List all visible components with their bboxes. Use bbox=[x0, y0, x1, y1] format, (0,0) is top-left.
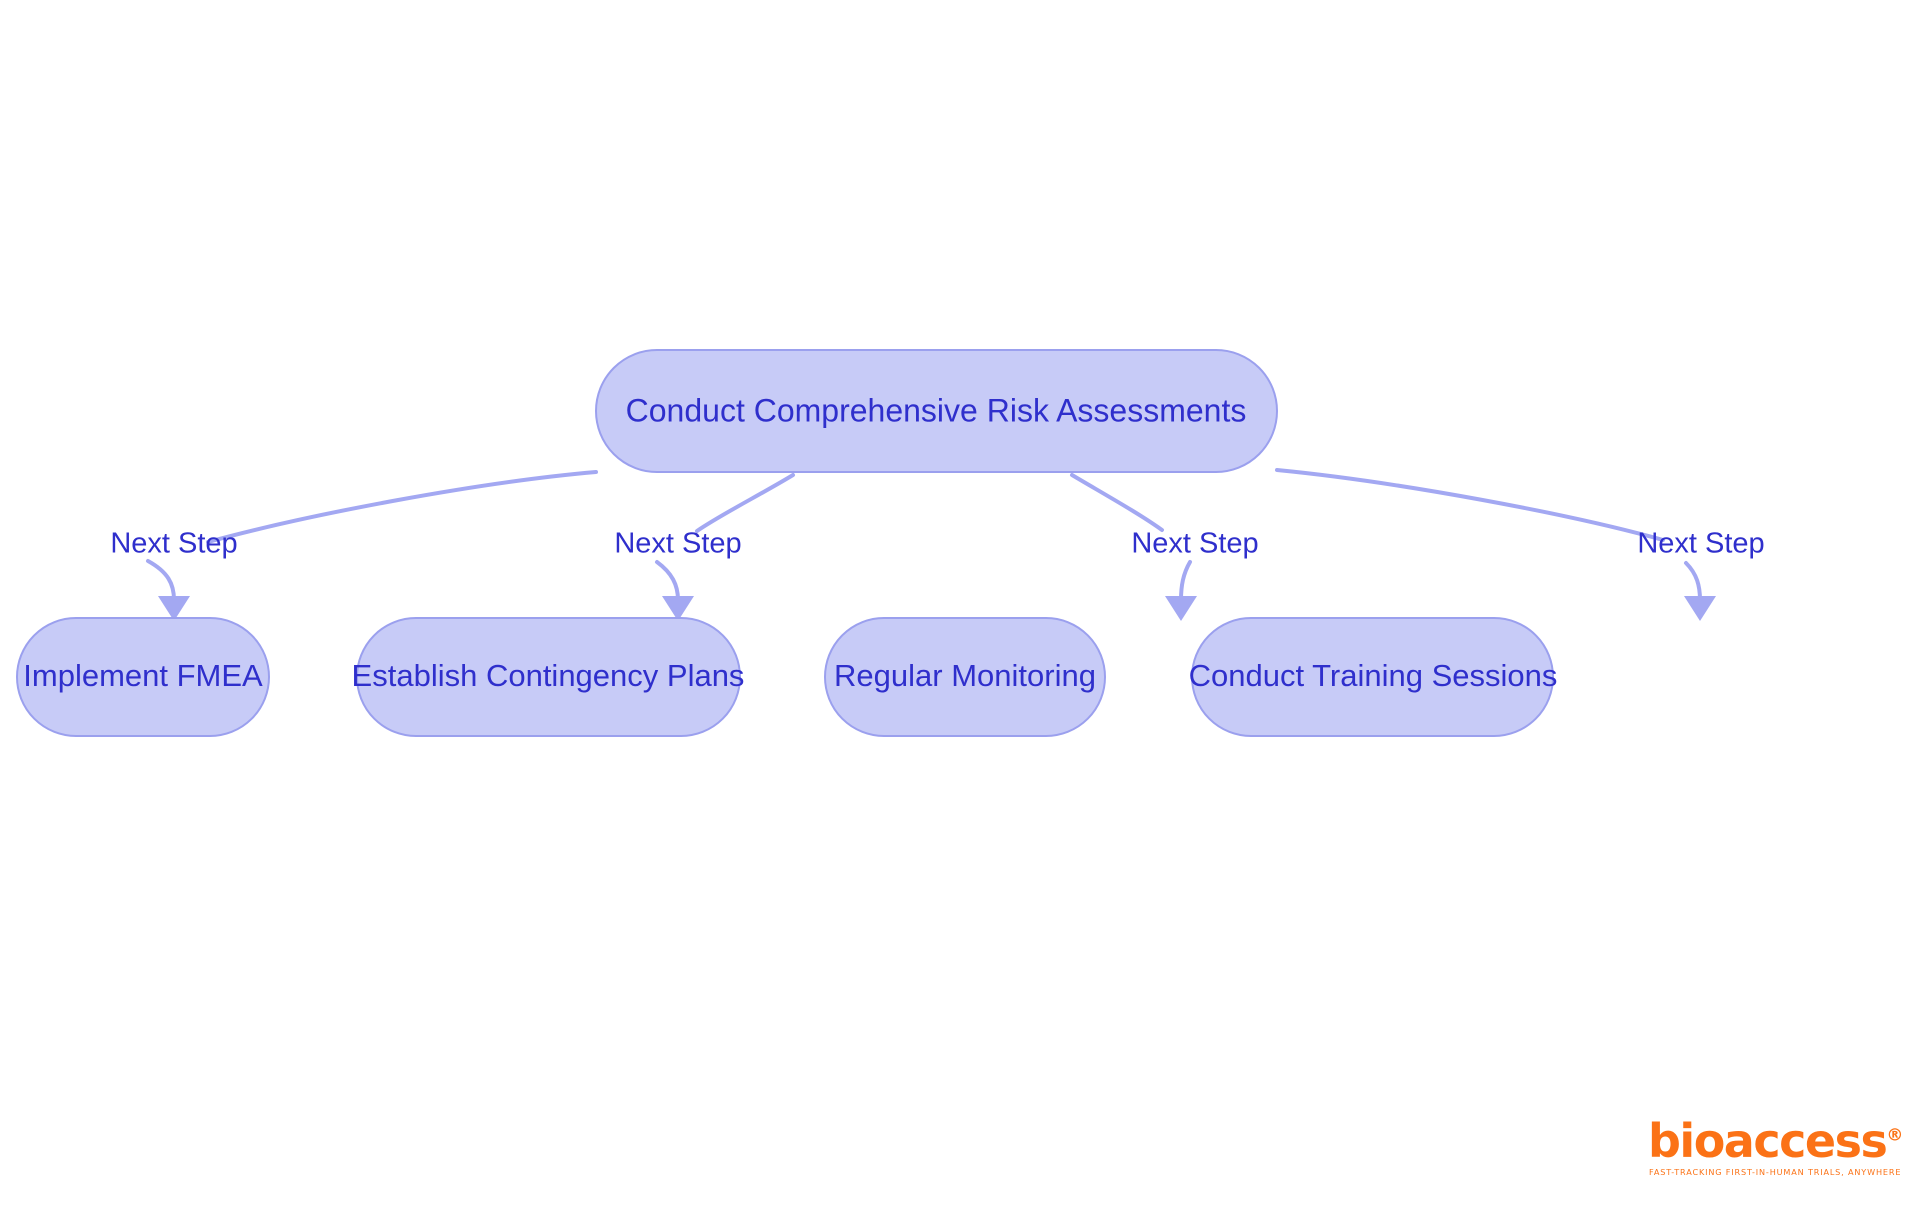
node-shape[interactable] bbox=[595, 349, 1278, 473]
edge-arrow-curve bbox=[655, 560, 680, 602]
edge-root-to-regular-monitoring bbox=[1070, 473, 1197, 621]
bioaccess-logo: bioaccess® FAST-TRACKING FIRST-IN-HUMAN … bbox=[1648, 1118, 1903, 1177]
edge-label-implement-fmea: Next Step bbox=[110, 528, 237, 560]
arrowhead-icon bbox=[1165, 596, 1197, 621]
arrowhead-icon bbox=[1684, 596, 1716, 621]
arrowhead-icon bbox=[158, 596, 190, 621]
node-establish-contingency-plans[interactable]: Establish Contingency Plans bbox=[352, 617, 745, 737]
node-shape[interactable] bbox=[1191, 617, 1554, 737]
node-conduct-training-sessions[interactable]: Conduct Training Sessions bbox=[1189, 617, 1558, 737]
edge-line bbox=[206, 470, 598, 544]
edge-label-establish-contingency-plans: Next Step bbox=[614, 528, 741, 560]
node-conduct-comprehensive-risk-assessments[interactable]: Conduct Comprehensive Risk Assessments bbox=[595, 349, 1278, 473]
edge-arrow-curve bbox=[1684, 561, 1702, 602]
node-regular-monitoring[interactable]: Regular Monitoring bbox=[824, 617, 1106, 737]
registered-trademark-icon: ® bbox=[1886, 1125, 1904, 1146]
edge-root-to-conduct-training-sessions bbox=[1275, 468, 1716, 621]
node-shape[interactable] bbox=[16, 617, 270, 737]
logo-wordmark: bioaccess® bbox=[1648, 1118, 1903, 1164]
node-label: Regular Monitoring bbox=[834, 658, 1096, 693]
node-label: Implement FMEA bbox=[23, 658, 263, 693]
edge-line bbox=[1070, 473, 1164, 532]
edge-root-to-implement-fmea bbox=[146, 470, 598, 621]
edge-arrow-curve bbox=[146, 559, 176, 602]
node-label: Establish Contingency Plans bbox=[352, 658, 745, 693]
node-shape[interactable] bbox=[824, 617, 1106, 737]
arrowhead-icon bbox=[662, 596, 694, 621]
edge-label-conduct-training-sessions: Next Step bbox=[1637, 528, 1764, 560]
node-shape[interactable] bbox=[356, 617, 741, 737]
logo-brand-text: bioaccess bbox=[1648, 1114, 1888, 1168]
edge-line bbox=[695, 473, 795, 533]
edge-label-regular-monitoring: Next Step bbox=[1131, 528, 1258, 560]
node-label: Conduct Comprehensive Risk Assessments bbox=[626, 392, 1247, 428]
edge-line bbox=[1275, 468, 1665, 542]
node-label: Conduct Training Sessions bbox=[1189, 658, 1558, 693]
edge-root-to-establish-contingency-plans bbox=[655, 473, 795, 621]
node-implement-fmea[interactable]: Implement FMEA bbox=[16, 617, 270, 737]
edge-arrow-curve bbox=[1179, 560, 1192, 602]
logo-tagline: FAST-TRACKING FIRST-IN-HUMAN TRIALS, ANY… bbox=[1649, 1167, 1902, 1177]
